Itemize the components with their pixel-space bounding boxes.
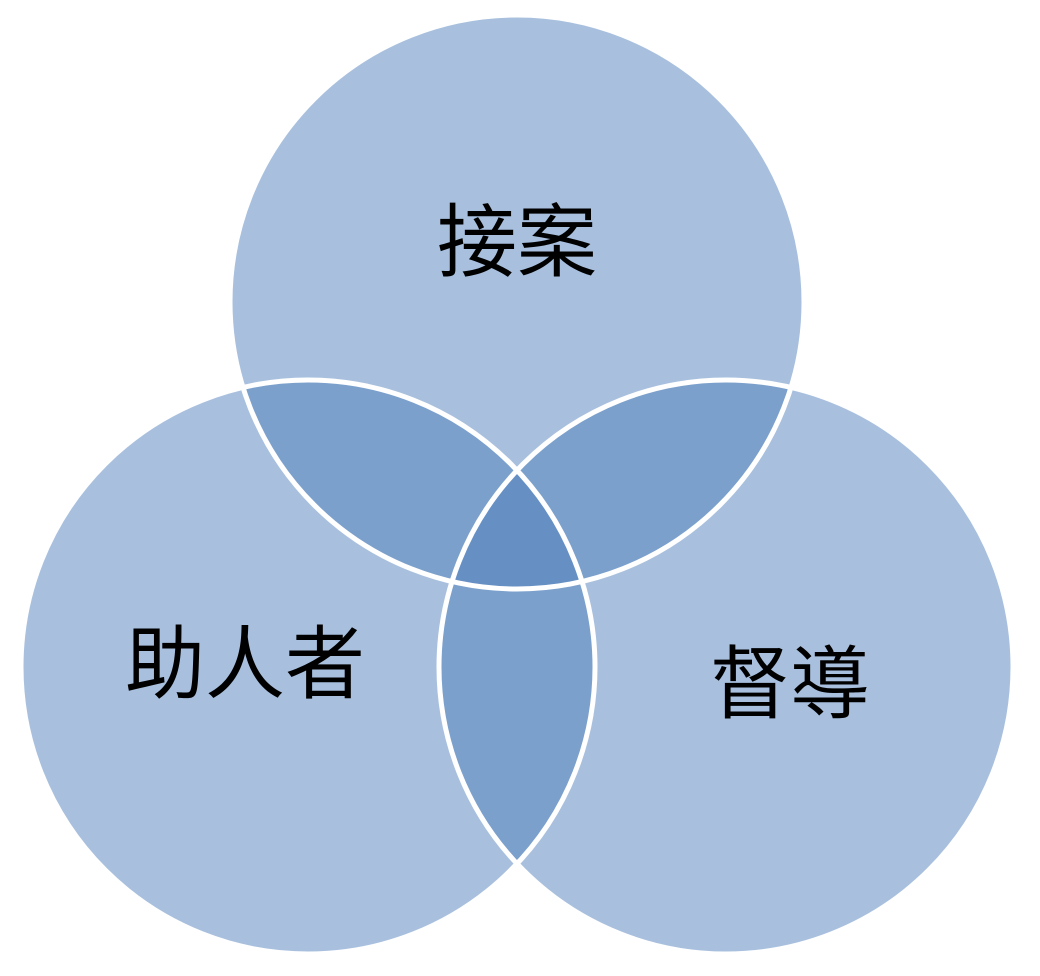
label-top: 接案 [437, 196, 597, 289]
outline-top [227, 12, 807, 592]
outline-left [18, 377, 598, 957]
label-left: 助人者 [125, 618, 365, 711]
label-right: 督導 [710, 638, 870, 731]
overlap-top-left [230, 380, 595, 589]
outline-right [436, 377, 1016, 957]
overlap-top-right [439, 380, 804, 589]
